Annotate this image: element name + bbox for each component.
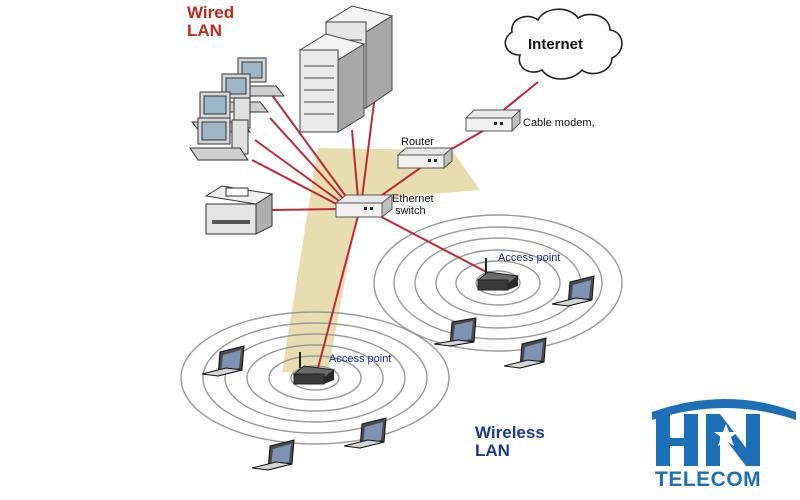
link-pc1-switch: [271, 94, 351, 203]
desktop-pc-4: [189, 117, 249, 161]
ethernet-switch-device: [334, 193, 394, 219]
access-point-right-label: Access point: [498, 252, 561, 264]
link-pc2-switch: [269, 117, 349, 205]
link-switch-ap-right: [371, 211, 495, 277]
link-server-switch: [351, 129, 359, 199]
laptop-left-3: [343, 417, 387, 449]
wireless-lan-title-line2: LAN: [475, 441, 510, 460]
wired-lan-title-line1: Wired: [187, 3, 235, 22]
cable-modem-label: Cable modem,: [523, 117, 595, 129]
router-label: Router: [401, 136, 435, 148]
laptop-left-2: [251, 439, 295, 471]
internet-label: Internet: [528, 36, 584, 53]
ethernet-switch-label-line2: switch: [395, 205, 426, 217]
access-point-left: [292, 352, 336, 385]
cable-modem-device: [464, 108, 522, 133]
hn-telecom-logo-mark: [652, 399, 796, 466]
laptop-right-3: [503, 337, 547, 369]
router-device: [396, 146, 454, 170]
telecom-logo-text: TELECOM: [655, 468, 762, 491]
access-point-left-label: Access point: [329, 353, 392, 365]
access-point-right: [476, 258, 520, 291]
internet-cloud: [504, 8, 623, 80]
left-ap-rings: [180, 311, 450, 445]
wireless-lan-title-line1: Wireless: [475, 423, 545, 442]
link-server2-switch: [361, 94, 376, 199]
link-pc3-switch: [254, 139, 347, 207]
printer-device: [204, 185, 274, 235]
link-pc4-switch: [251, 159, 345, 209]
server-tower-front: [298, 33, 366, 133]
link-printer-switch: [271, 208, 341, 211]
laptop-right-2: [433, 317, 477, 347]
ethernet-switch-label-line1: Ethernet: [392, 193, 434, 205]
laptop-left-1: [201, 345, 245, 377]
link-switch-ap-left: [317, 215, 359, 369]
laptop-right-1: [551, 275, 595, 307]
wired-lan-title-line2: LAN: [187, 21, 222, 40]
